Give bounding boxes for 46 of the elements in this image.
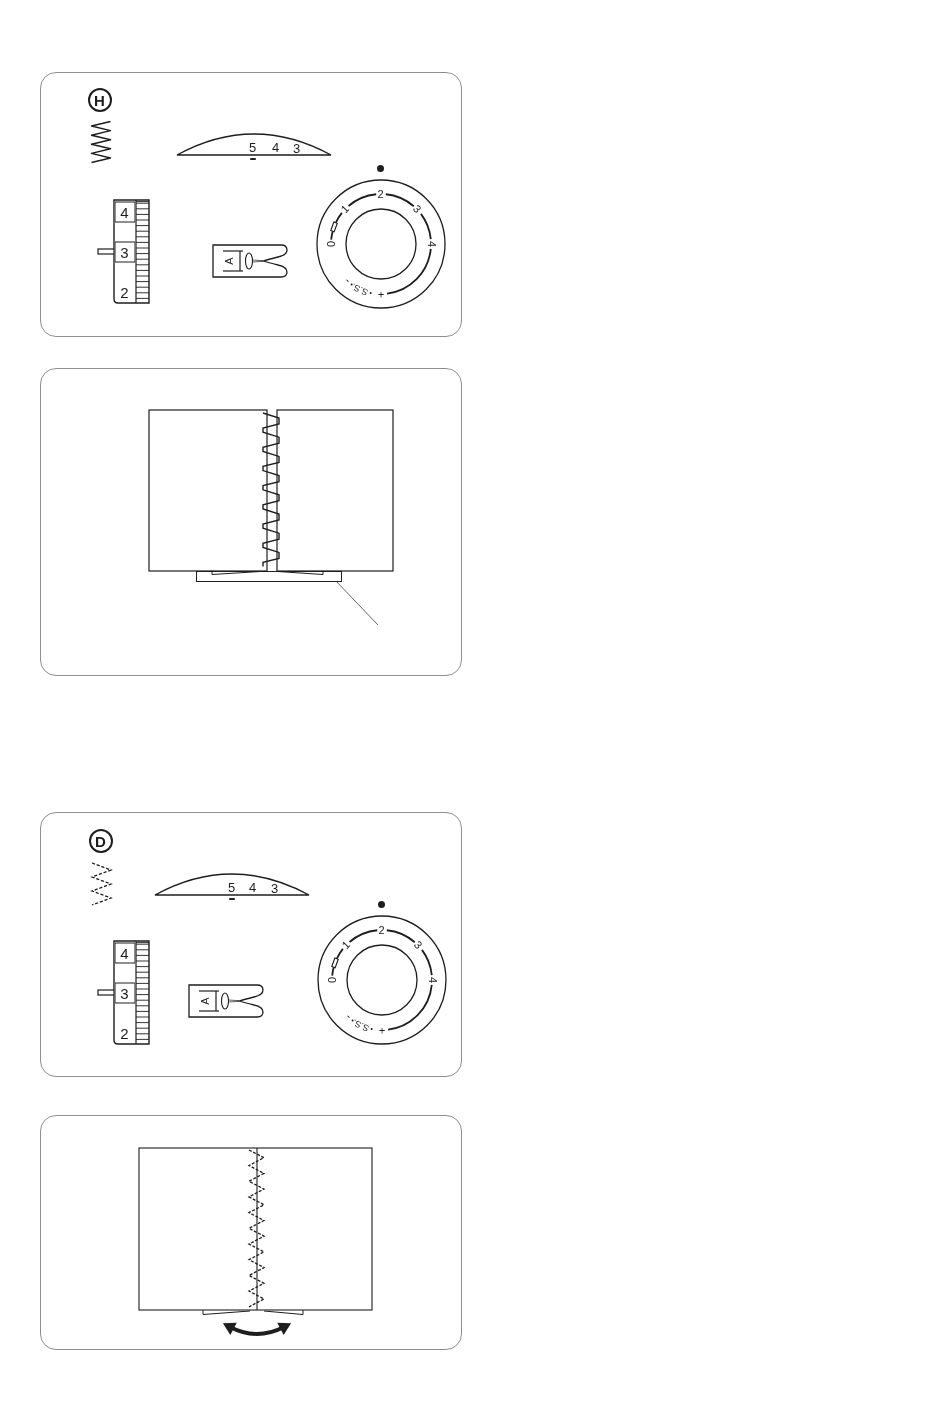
letter-circle xyxy=(87,87,112,112)
tension-number: 4 xyxy=(248,880,257,894)
tension-number: 4 xyxy=(271,140,280,154)
dial-number: + xyxy=(378,1024,385,1035)
dial-number: - xyxy=(342,275,353,286)
foot-letter: A xyxy=(223,256,235,265)
tension-dial-window xyxy=(153,872,310,901)
presser-foot xyxy=(211,243,289,279)
dial-number: - xyxy=(343,1011,354,1022)
dial-number: 3 xyxy=(411,939,425,952)
tension-dial-window xyxy=(175,132,332,161)
dial-number: 4 xyxy=(425,240,436,247)
dial-number: + xyxy=(377,288,384,299)
stitch-width-dial xyxy=(96,939,151,1045)
dial-number: 3 xyxy=(410,203,424,216)
presser-foot xyxy=(187,983,265,1019)
dial-number: 2 xyxy=(378,924,385,935)
tension-number: 5 xyxy=(227,880,236,893)
dial-number: 2 xyxy=(120,1025,129,1040)
tension-number: 3 xyxy=(270,881,279,895)
tension-number: 5 xyxy=(248,140,257,153)
dial-number: 3 xyxy=(114,982,135,1003)
dial-number: 1 xyxy=(338,202,351,215)
dial-number: 0 xyxy=(326,976,337,983)
pattern-letter: D xyxy=(95,833,106,849)
stitch-width-dial xyxy=(96,198,151,304)
dial-number: 4 xyxy=(114,201,135,222)
dial-number: 3 xyxy=(114,241,135,262)
illustration-panel xyxy=(40,368,462,676)
dial-number: 0 xyxy=(325,240,336,247)
illustration-panel xyxy=(40,72,462,337)
dial-number: 4 xyxy=(114,942,135,963)
dial-number: 2 xyxy=(377,188,384,199)
dial-number: S.S. xyxy=(350,281,370,297)
dial-number: 1 xyxy=(339,938,352,951)
foot-letter: A xyxy=(199,996,211,1005)
dial-number: 2 xyxy=(120,284,129,299)
letter-circle xyxy=(88,828,113,853)
dial-number: S.S. xyxy=(351,1017,371,1033)
dial-number: 4 xyxy=(426,976,437,983)
tension-number: 3 xyxy=(292,141,301,155)
illustration-panel xyxy=(40,812,462,1077)
leader-line xyxy=(336,581,379,626)
pattern-letter: H xyxy=(94,92,105,108)
illustration-panel xyxy=(40,1115,462,1350)
presser-foot xyxy=(195,570,342,582)
